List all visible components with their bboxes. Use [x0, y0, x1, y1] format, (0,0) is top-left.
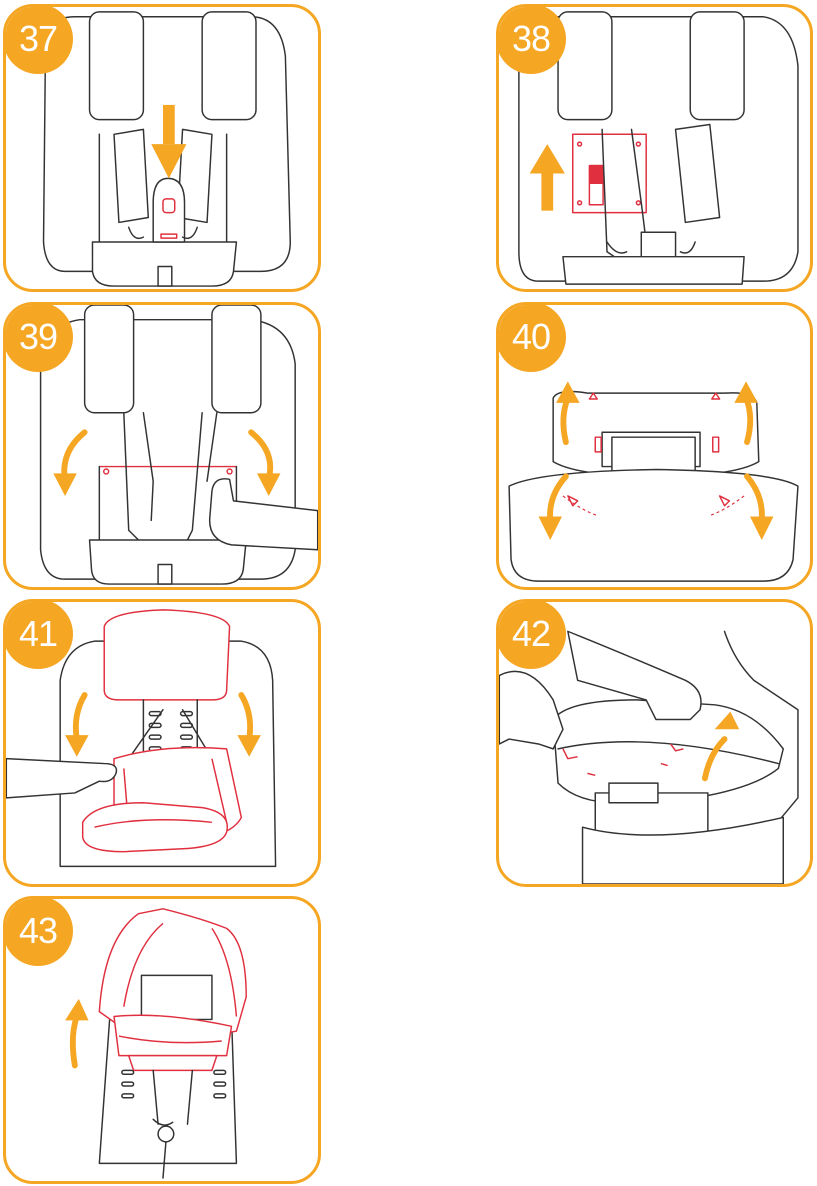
step-panel-37: 37	[3, 4, 321, 292]
step-number-badge: 43	[3, 896, 73, 966]
step-panel-43: 43	[3, 896, 321, 1184]
step-number-badge: 40	[496, 302, 566, 372]
step-panel-40: 40	[496, 302, 813, 590]
step-number-badge: 42	[496, 599, 566, 669]
step-number-badge: 38	[496, 4, 566, 74]
step-number-badge: 39	[3, 302, 73, 372]
step-panel-38: 38	[496, 4, 813, 292]
step-panel-39: 39	[3, 302, 321, 590]
step-panel-41: 41	[3, 599, 321, 887]
step-number-badge: 41	[3, 599, 73, 669]
step-panel-42: 42	[496, 599, 813, 887]
step-number-badge: 37	[3, 4, 73, 74]
